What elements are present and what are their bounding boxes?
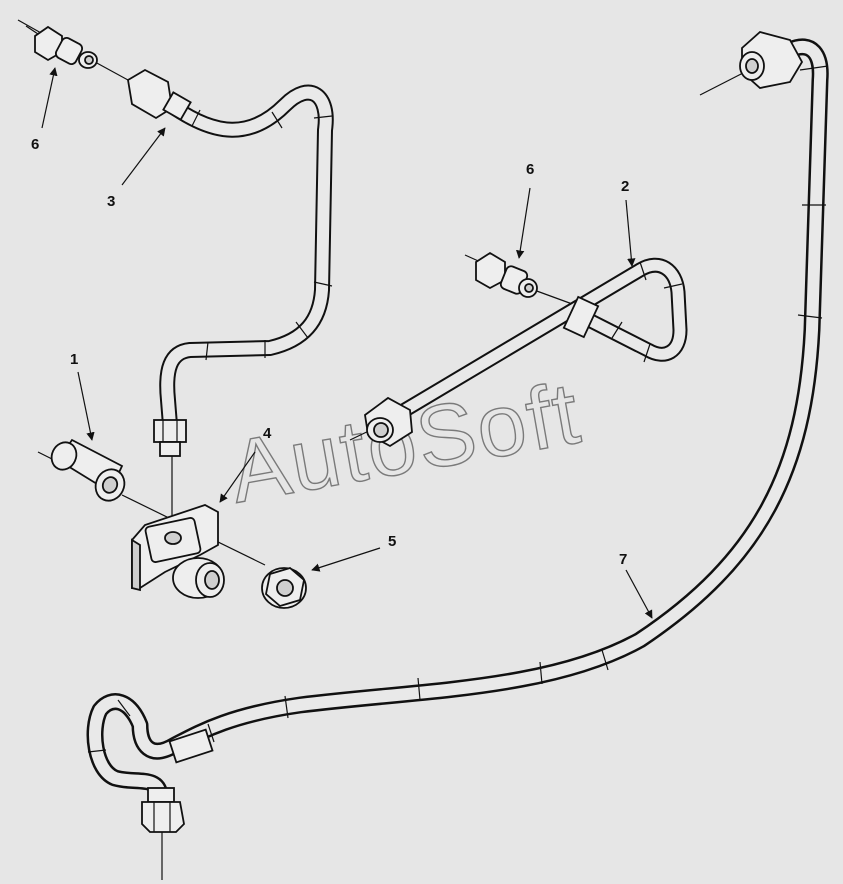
callout-label-5: 5 bbox=[388, 533, 396, 550]
callout-label-2: 2 bbox=[621, 178, 629, 195]
fuel-line-7 bbox=[86, 31, 829, 880]
callout-label-7: 7 bbox=[619, 551, 627, 568]
callout-label-3: 3 bbox=[107, 193, 115, 210]
callout-label-6-upper: 6 bbox=[31, 136, 39, 153]
fuel-line-2 bbox=[349, 254, 688, 448]
axis-line bbox=[94, 61, 129, 81]
callout-labels: 6 3 6 2 1 4 5 7 bbox=[31, 136, 629, 568]
callout-label-6-middle: 6 bbox=[526, 161, 534, 178]
watermark-text: AutoSoft bbox=[222, 363, 587, 522]
callout-label-4: 4 bbox=[263, 425, 272, 442]
sleeve-part-1 bbox=[37, 438, 266, 566]
axis-line bbox=[699, 71, 746, 96]
fuel-line-3 bbox=[17, 19, 334, 520]
flange-nut-part-5 bbox=[261, 566, 307, 609]
callout-label-1: 1 bbox=[70, 351, 78, 368]
axis-line bbox=[533, 289, 576, 306]
callout-arrows bbox=[41, 67, 653, 619]
connector-part-6-upper bbox=[25, 25, 98, 69]
bracket-part-4 bbox=[131, 504, 225, 599]
connector-part-6-middle bbox=[475, 251, 538, 298]
